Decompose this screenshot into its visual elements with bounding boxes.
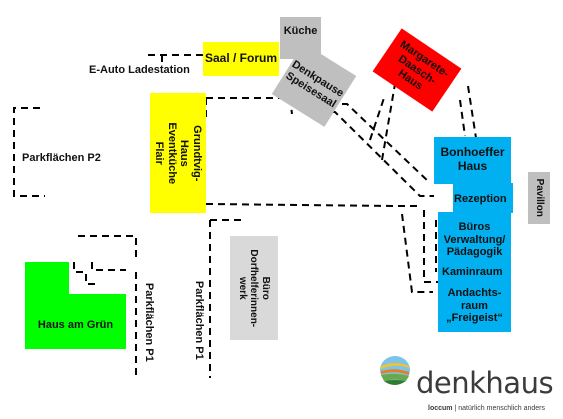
haus-am-gruen-left	[25, 262, 69, 349]
path-haus-green-top	[78, 235, 137, 262]
bueros-label: Büros Verwaltung/ Pädagogik	[443, 221, 506, 259]
denkhaus-logo: denkhaus loccum | natürlich menschlich a…	[378, 354, 558, 416]
path-grundtvig-denkpause	[206, 97, 293, 115]
kueche-label: Küche	[283, 25, 318, 37]
grundtvig-haus-label: Grundtvig-Haus Eventküche Flair	[153, 122, 204, 184]
logo-tagline-brand: loccum	[428, 405, 453, 412]
haus-am-gruen-label: Haus am Grün	[37, 319, 114, 331]
path-denkpause-diag	[320, 111, 434, 197]
path-denkpause-diag2	[330, 103, 431, 184]
path-margarete-right	[467, 85, 477, 139]
kueche-block[interactable]: Küche	[280, 17, 321, 59]
pavillon-block[interactable]: Pavillon	[528, 172, 550, 224]
path-bueros-left	[423, 210, 438, 283]
logo-tagline-rest: | natürlich menschlich anders	[452, 405, 545, 412]
path-margarete-left2	[369, 97, 385, 141]
logo-name: denkhaus	[416, 366, 554, 400]
saal-forum-block[interactable]: Saal / Forum	[203, 42, 279, 76]
parkflaechen-p1-label-a: Parkflächen P1	[142, 282, 155, 362]
path-p2-outline	[13, 107, 45, 197]
path-margarete-left	[381, 77, 397, 161]
bueros-block[interactable]	[438, 212, 511, 332]
path-haus-green-inner	[73, 262, 100, 285]
path-grundtvig-bottom	[206, 203, 417, 207]
saal-forum-label: Saal / Forum	[204, 51, 278, 66]
buero-dorfhelferinnenwerk-block[interactable]: Büro Dorfhelferinnen- werk	[230, 236, 278, 340]
haus-am-gruen-right	[69, 294, 126, 349]
buero-dorfhelferinnenwerk-label: Büro Dorfhelferinnen- werk	[237, 249, 272, 327]
parkflaechen-p2-label: Parkflächen P2	[22, 152, 101, 164]
pavillon-label: Pavillon	[533, 178, 545, 218]
path-haus-green-inner2	[91, 262, 126, 271]
denkpause-label: Denkpause Speisesaal	[283, 58, 346, 111]
path-margarete-right2	[459, 99, 466, 137]
bonhoeffer-haus-block[interactable]	[434, 137, 511, 184]
kaminraum-label: Kaminraum	[442, 266, 503, 278]
rezeption-block[interactable]	[453, 183, 513, 213]
path-saal-left	[148, 54, 203, 67]
haus-am-gruen-block[interactable]: Haus am Grün	[25, 262, 126, 349]
grundtvig-haus-block[interactable]: Grundtvig-Haus Eventküche Flair	[150, 93, 206, 213]
rezeption-label: Rezeption	[454, 193, 507, 205]
parkflaechen-p1-label-b: Parkflächen P1	[192, 280, 205, 360]
logo-mark-icon	[380, 356, 410, 385]
andachtsraum-label: Andachts- raum „Freigeist“	[446, 287, 503, 325]
path-rezeption-down	[401, 213, 433, 293]
bonhoeffer-haus-label: Bonhoeffer Haus	[440, 145, 505, 173]
e-auto-ladestation-label: E-Auto Ladestation	[89, 64, 190, 76]
logo-tagline: loccum | natürlich menschlich anders	[428, 405, 545, 412]
